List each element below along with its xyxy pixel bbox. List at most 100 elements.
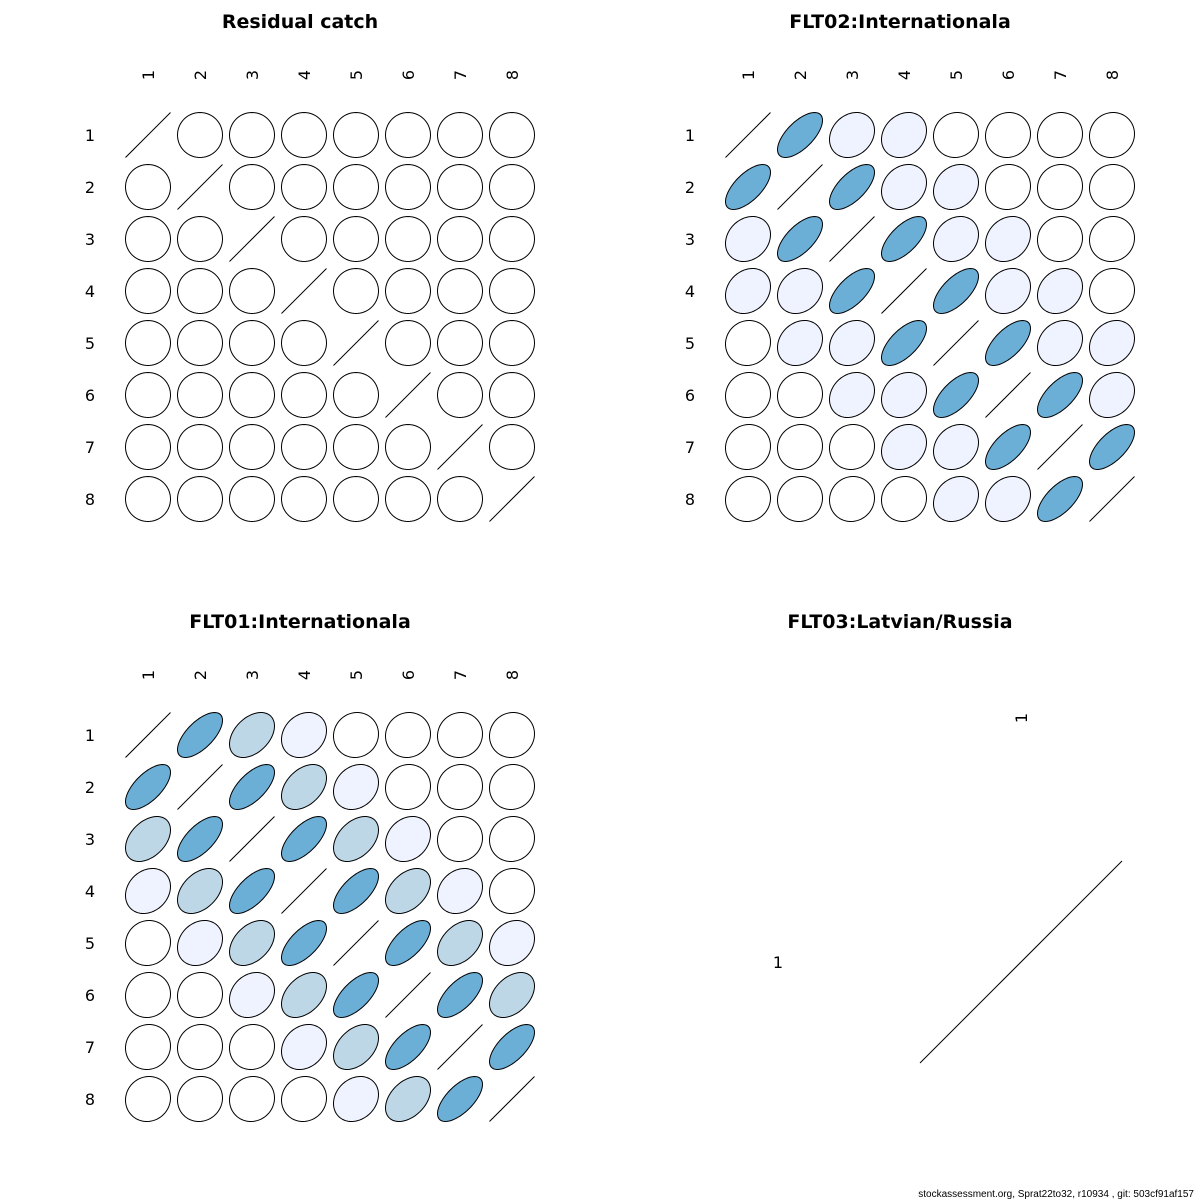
- column-label: 2: [191, 70, 210, 80]
- correlation-ellipse: [933, 112, 979, 158]
- row-label: 2: [85, 178, 95, 197]
- correlation-ellipse: [725, 424, 771, 470]
- diagonal-line: [489, 476, 535, 522]
- row-label: 8: [85, 1090, 95, 1109]
- panel-title: Residual catch: [222, 11, 378, 33]
- correlation-ellipse: [176, 711, 224, 759]
- diagonal-line: [125, 112, 171, 158]
- row-label: 7: [685, 438, 695, 457]
- correlation-ellipse: [229, 712, 275, 758]
- diagonal-line: [881, 268, 927, 314]
- correlation-ellipse: [1037, 164, 1083, 210]
- correlation-ellipse: [725, 476, 771, 522]
- correlation-ellipse: [880, 423, 928, 471]
- correlation-ellipse: [177, 1076, 223, 1122]
- correlation-ellipse: [1088, 371, 1136, 419]
- correlation-ellipse: [436, 371, 484, 419]
- row-label: 1: [85, 726, 95, 745]
- correlation-ellipse: [984, 423, 1032, 471]
- column-label: 4: [295, 670, 314, 680]
- correlation-ellipse: [124, 475, 172, 523]
- row-label: 1: [773, 953, 783, 972]
- correlation-ellipse: [1037, 112, 1083, 158]
- correlation-ellipse: [880, 215, 928, 263]
- correlation-ellipse: [932, 371, 980, 419]
- correlation-ellipse: [829, 424, 875, 470]
- correlation-ellipse: [281, 1076, 327, 1122]
- correlation-ellipse: [280, 1023, 328, 1071]
- correlation-ellipse: [488, 163, 536, 211]
- correlation-ellipse: [124, 267, 172, 315]
- column-label: 6: [399, 70, 418, 80]
- correlation-ellipse: [828, 111, 876, 159]
- row-label: 1: [85, 126, 95, 145]
- diagonal-line: [177, 764, 223, 810]
- diagonal-line: [177, 164, 223, 210]
- row-label: 2: [685, 178, 695, 197]
- correlation-ellipse: [880, 371, 928, 419]
- correlation-ellipse: [488, 319, 536, 367]
- correlation-ellipse: [777, 424, 823, 470]
- row-label: 6: [685, 386, 695, 405]
- correlation-ellipse: [384, 919, 432, 967]
- row-label: 4: [85, 282, 95, 301]
- column-label: 6: [399, 670, 418, 680]
- correlation-ellipse: [437, 816, 483, 862]
- diagonal-line: [777, 164, 823, 210]
- correlation-ellipse: [777, 372, 823, 418]
- correlation-ellipse: [229, 1076, 275, 1122]
- correlation-ellipse: [176, 215, 224, 263]
- correlation-ellipse: [984, 319, 1032, 367]
- correlation-ellipse: [880, 319, 928, 367]
- correlation-ellipse: [333, 712, 379, 758]
- correlation-ellipse: [436, 267, 484, 315]
- correlation-ellipse: [436, 215, 484, 263]
- correlation-ellipse: [333, 816, 379, 862]
- correlation-ellipse: [332, 267, 380, 315]
- correlation-ellipse: [125, 1076, 171, 1122]
- diagonal-line: [333, 320, 379, 366]
- row-label: 3: [85, 830, 95, 849]
- correlation-ellipse: [280, 475, 328, 523]
- correlation-ellipse: [176, 319, 224, 367]
- correlation-ellipse: [280, 423, 328, 471]
- correlation-ellipse: [776, 267, 824, 315]
- correlation-ellipse: [281, 764, 327, 810]
- diagonal-line: [125, 712, 171, 758]
- correlation-ellipse: [332, 867, 380, 915]
- correlation-ellipse: [828, 163, 876, 211]
- correlation-ellipse: [125, 816, 171, 862]
- correlation-ellipse: [332, 971, 380, 1019]
- correlation-ellipse: [436, 867, 484, 915]
- correlation-ellipse: [280, 815, 328, 863]
- correlation-ellipse: [125, 972, 171, 1018]
- column-label: 3: [243, 670, 262, 680]
- column-label: 7: [1051, 70, 1070, 80]
- correlation-ellipse: [176, 475, 224, 523]
- correlation-ellipse: [332, 475, 380, 523]
- correlation-ellipse: [880, 163, 928, 211]
- correlation-ellipse: [1089, 112, 1135, 158]
- correlation-ellipse: [177, 972, 223, 1018]
- correlation-ellipse: [725, 320, 771, 366]
- correlation-ellipse: [384, 319, 432, 367]
- column-label: 1: [139, 70, 158, 80]
- correlation-ellipse: [280, 163, 328, 211]
- diagonal-line: [229, 816, 275, 862]
- correlation-ellipse: [384, 215, 432, 263]
- correlation-ellipse: [436, 163, 484, 211]
- correlation-ellipse: [332, 215, 380, 263]
- correlation-ellipse: [281, 972, 327, 1018]
- correlation-ellipse: [176, 423, 224, 471]
- correlation-ellipse: [489, 764, 535, 810]
- correlation-ellipse: [437, 764, 483, 810]
- correlation-ellipse: [228, 867, 276, 915]
- correlation-ellipse: [932, 475, 980, 523]
- diagonal-line: [985, 372, 1031, 418]
- correlation-ellipse: [436, 111, 484, 159]
- correlation-ellipse: [176, 111, 224, 159]
- correlation-ellipse: [228, 971, 276, 1019]
- correlation-ellipse: [725, 372, 771, 418]
- diagonal-line: [437, 424, 483, 470]
